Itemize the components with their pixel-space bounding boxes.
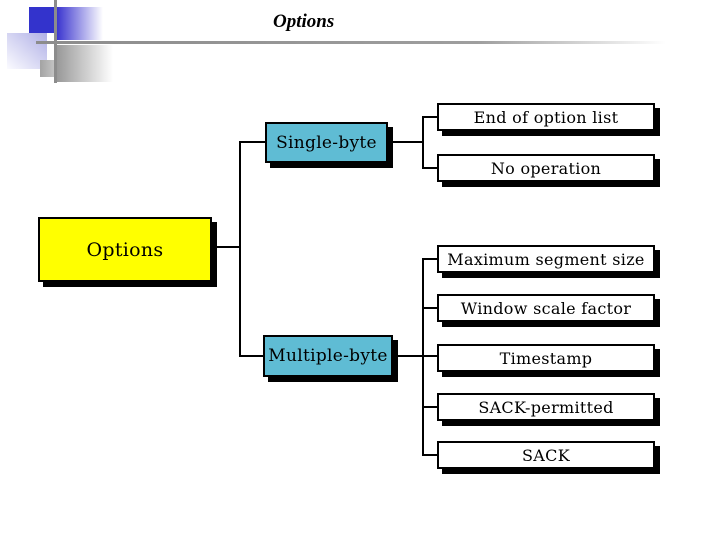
connector-root-out <box>216 246 241 248</box>
connector-stub-sack <box>424 454 437 456</box>
decoration-small-gray-square <box>40 60 57 77</box>
decoration-horizontal-rule <box>36 41 666 44</box>
connector-multiple-byte-out <box>398 355 424 357</box>
decoration-blue-fade-bar <box>57 7 103 40</box>
node-end-of-option-list: End of option list <box>437 103 655 131</box>
connector-stub-no-operation <box>424 167 437 169</box>
node-multiple-byte: Multiple-byte <box>263 335 393 377</box>
node-window-scale-factor: Window scale factor <box>437 294 655 322</box>
node-sack: SACK <box>437 441 655 469</box>
node-maximum-segment-size: Maximum segment size <box>437 245 655 273</box>
connector-stub-sack-permitted <box>424 406 437 408</box>
node-options-root: Options <box>38 217 212 282</box>
connector-trunk <box>239 141 241 357</box>
node-sack-permitted: SACK-permitted <box>437 393 655 421</box>
connector-stub-window-scale-factor <box>424 307 437 309</box>
decoration-blue-square <box>29 7 54 33</box>
connector-stub-maximum-segment-size <box>424 258 437 260</box>
connector-single-byte-out <box>393 141 423 143</box>
node-single-byte: Single-byte <box>265 122 388 163</box>
connector-stub-end-of-option-list <box>424 116 437 118</box>
connector-stub-timestamp <box>424 355 437 357</box>
node-no-operation: No operation <box>437 154 655 182</box>
node-timestamp: Timestamp <box>437 344 655 372</box>
slide-title: Options <box>273 11 335 32</box>
connector-multiple-byte-rail <box>422 258 424 456</box>
connector-to-single-byte <box>239 141 265 143</box>
decoration-gray-fade-bar <box>57 45 113 82</box>
connector-to-multiple-byte <box>239 355 265 357</box>
connector-single-byte-rail <box>422 116 424 169</box>
